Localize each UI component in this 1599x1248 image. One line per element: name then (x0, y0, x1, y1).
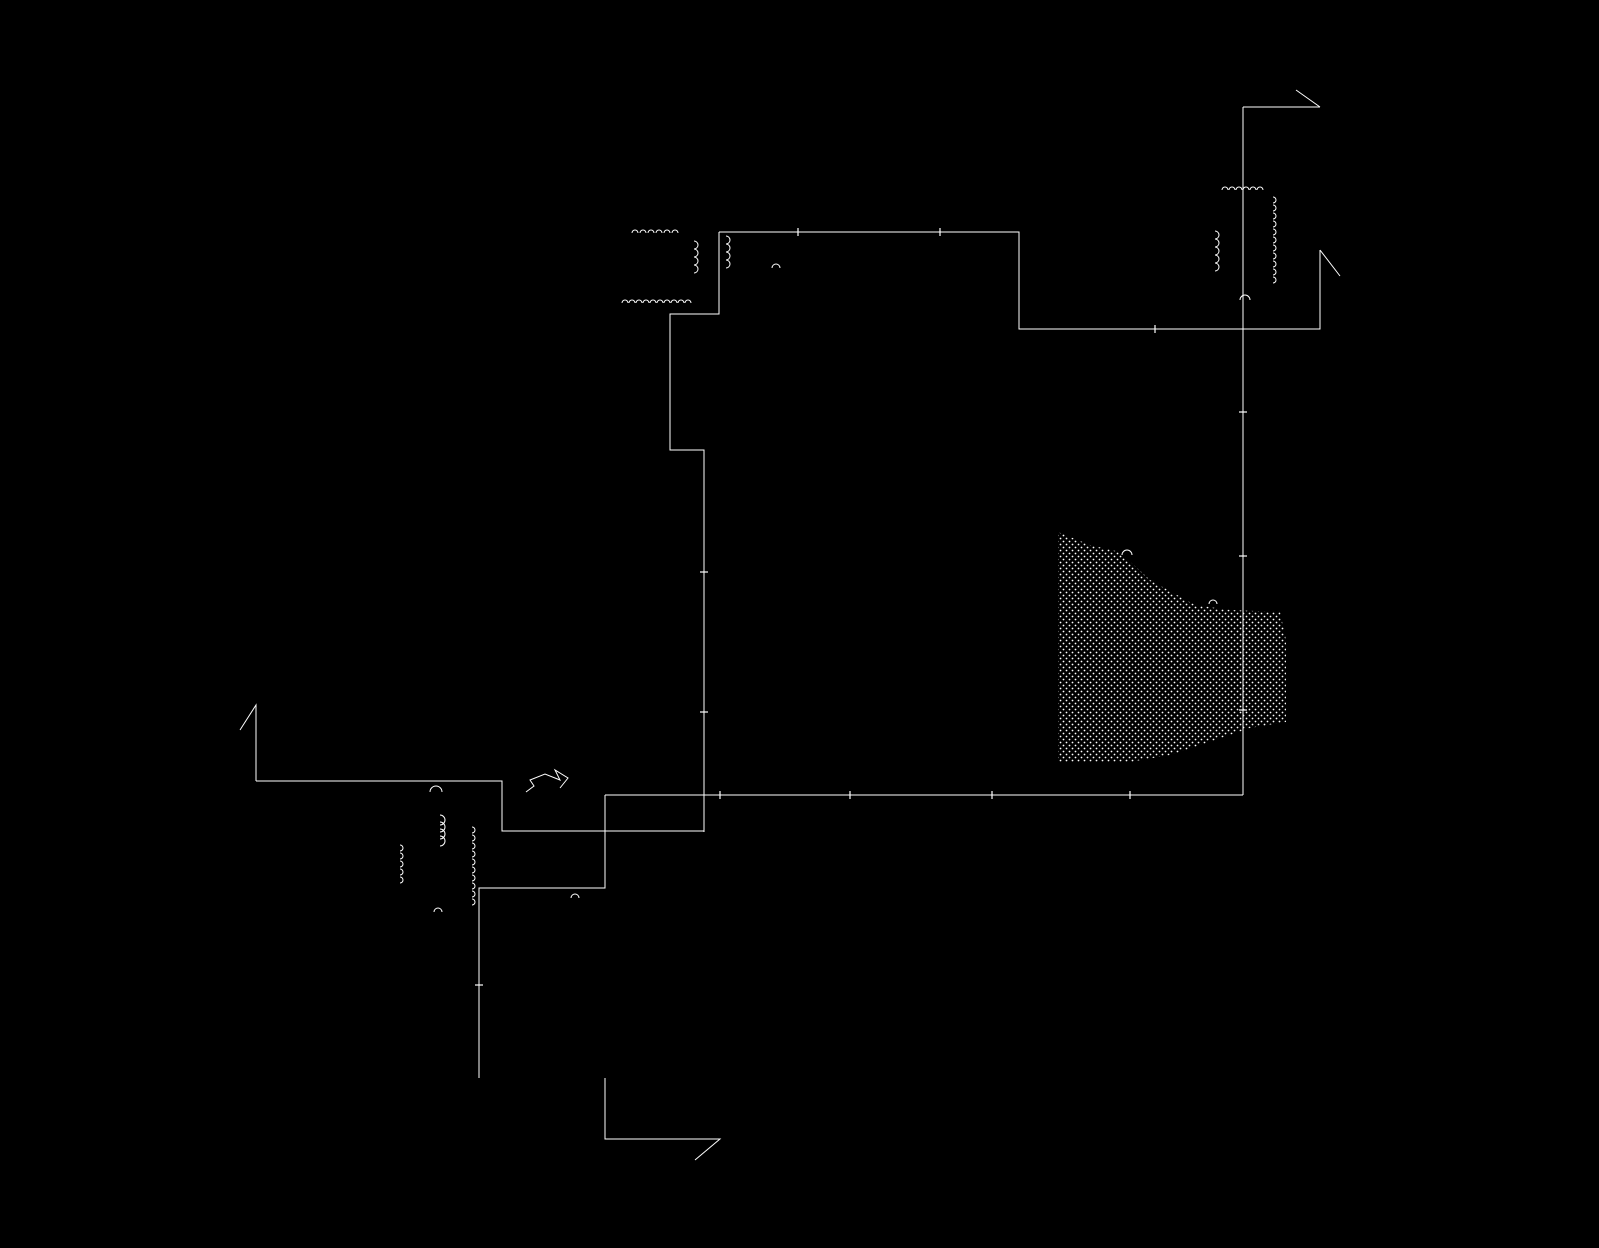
main-outline-upper (669, 232, 720, 832)
squiggle-mark-lower-left (433, 907, 443, 913)
squiggle-mark-upper-left (655, 229, 663, 234)
squiggle-mark-upper-right (1272, 228, 1277, 236)
squiggle-mark-upper-left (663, 229, 671, 234)
squiggle-mark-lower-left (471, 858, 476, 866)
squiggle-mark-upper-left (725, 259, 731, 269)
squiggle-mark-upper-left (693, 264, 699, 274)
squiggle-mark-upper-left (663, 299, 671, 304)
squiggle-mark-lower-left (399, 844, 404, 852)
squiggle-mark-upper-right (1272, 252, 1277, 260)
squiggle-mark-lower-left (471, 890, 476, 898)
squiggle-mark-upper-right (1272, 244, 1277, 252)
squiggle-mark-upper-right (1235, 186, 1243, 191)
squiggle-mark-lower-left (439, 828, 446, 840)
squiggle-mark-upper-right (1214, 262, 1220, 272)
squiggle-mark-lower-left (471, 874, 476, 882)
squiggle-mark-upper-left (693, 256, 699, 266)
hatched-region (1058, 532, 1286, 762)
squiggle-mark-lower-left (471, 850, 476, 858)
squiggle-mark-upper-left (684, 299, 692, 304)
break-marker-top-right (1295, 89, 1321, 108)
squiggle-mark-upper-left (671, 229, 679, 234)
break-marker-bottom (604, 1078, 722, 1161)
squiggle-mark-upper-left (635, 299, 643, 304)
squiggle-mark-upper-left (621, 299, 629, 304)
squiggle-mark-lower-left (471, 882, 476, 890)
squiggle-mark-upper-left (649, 299, 657, 304)
squiggle-mark-lower-left (399, 868, 404, 876)
squiggle-mark-upper-right (1214, 230, 1220, 240)
squiggle-mark-upper-right (1242, 186, 1250, 191)
squiggle-mark-upper-right (1272, 276, 1277, 284)
squiggle-mark-upper-right (1214, 246, 1220, 256)
squiggle-mark-upper-right (1272, 212, 1277, 220)
squiggle-mark-upper-right (1239, 294, 1251, 301)
squiggle-mark-upper-left (693, 240, 699, 250)
squiggle-mark-upper-right (1272, 236, 1277, 244)
squiggle-mark-upper-right (1214, 238, 1220, 248)
squiggle-mark-upper-left (725, 243, 731, 253)
squiggle-mark-lower-left (471, 826, 476, 834)
squiggle-mark-lower-left (471, 842, 476, 850)
direction-arrow (525, 768, 569, 793)
squiggle-mark-upper-left (639, 229, 647, 234)
squiggle-mark-upper-left (725, 251, 731, 261)
break-markers (239, 89, 1341, 1161)
lower-left-outline-top (256, 780, 704, 832)
main-outline (605, 106, 1321, 832)
squiggle-mark-upper-left (642, 299, 650, 304)
squiggle-mark-lower-left (399, 876, 404, 884)
main-outline-top (719, 231, 1321, 330)
lower-left-outline (256, 780, 704, 1078)
squiggle-mark-lower-left (399, 852, 404, 860)
squiggle-mark (1208, 599, 1218, 605)
squiggle-mark (1121, 549, 1133, 556)
squiggle-mark-upper-right (1272, 196, 1277, 204)
squiggle-mark-lower-left (471, 898, 476, 906)
squiggle-mark-upper-left (631, 229, 639, 234)
squiggle-mark-lower-left (471, 834, 476, 842)
dash-marks (475, 228, 1247, 986)
squiggle-mark-upper-right (1272, 220, 1277, 228)
squiggle-mark-upper-left (670, 299, 678, 304)
squiggle-mark-upper-right (1272, 260, 1277, 268)
break-marker-right (1319, 249, 1341, 277)
squiggle-mark-lower-left (439, 835, 446, 847)
squiggle-mark-lower-left (429, 785, 443, 793)
squiggle-mark-upper-right (1228, 186, 1236, 191)
squiggle-mark-upper-right (1272, 268, 1277, 276)
squiggle-mark-upper-left (693, 248, 699, 258)
squiggle-mark-upper-right (1256, 186, 1264, 191)
squiggle-mark-lower-left (439, 814, 446, 826)
break-marker-left (239, 703, 257, 781)
squiggle-mark-upper-right (1249, 186, 1257, 191)
squiggle-mark-lower-left (439, 821, 446, 833)
squiggle-mark-upper-left (771, 263, 781, 269)
squiggle-mark-upper-left (677, 299, 685, 304)
squiggle-mark-upper-right (1214, 254, 1220, 264)
squiggle-mark (570, 893, 580, 899)
squiggle-mark-upper-right (1221, 186, 1229, 191)
squiggle-mark-upper-left (725, 235, 731, 245)
squiggle-mark-lower-left (399, 860, 404, 868)
squiggle-mark-upper-left (656, 299, 664, 304)
squiggle-mark-upper-left (647, 229, 655, 234)
squiggle-mark-upper-right (1272, 204, 1277, 212)
lower-left-outline-step (478, 795, 606, 1078)
squiggle-mark-upper-left (628, 299, 636, 304)
squiggle-mark-lower-left (471, 866, 476, 874)
